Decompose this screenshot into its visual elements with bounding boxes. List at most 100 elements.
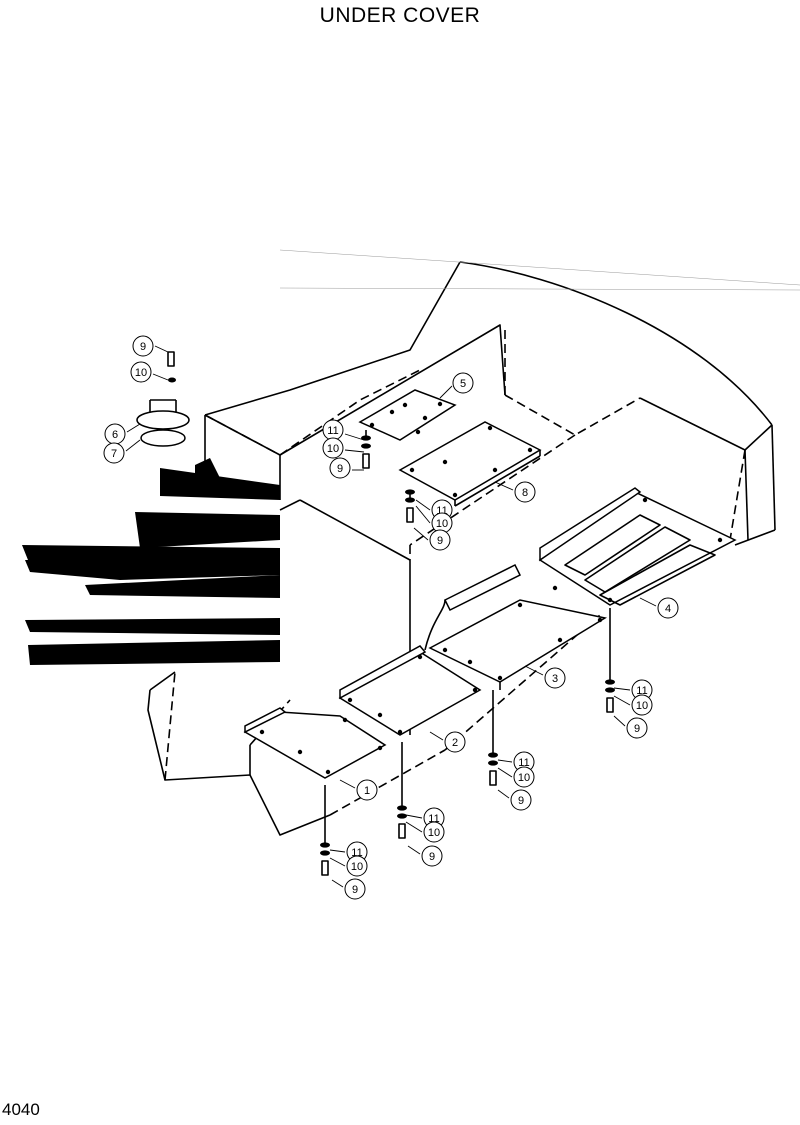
callout-c-11-c: 11 xyxy=(613,679,653,701)
callout-c-10-d: 10 xyxy=(497,766,535,788)
bolt-washer-stack xyxy=(405,489,415,523)
callout-leader xyxy=(329,857,346,867)
callout-circle xyxy=(423,821,445,843)
cover-plate-8 xyxy=(398,421,542,507)
callouts: 9106751110981110943211110911109111091110… xyxy=(103,335,679,900)
callout-label: 9 xyxy=(429,851,435,863)
callout-c-10-b: 10 xyxy=(415,505,453,534)
bolt-washer-stack xyxy=(361,435,371,469)
cover-plate-2 xyxy=(338,645,482,736)
callout-label: 9 xyxy=(518,795,524,807)
callout-leader xyxy=(413,527,429,541)
callout-label: 9 xyxy=(352,884,358,896)
callout-circle xyxy=(130,361,152,383)
callout-label: 9 xyxy=(140,341,146,353)
callout-leader xyxy=(613,715,626,727)
hidden-lines xyxy=(164,330,746,816)
callout-leader xyxy=(405,821,423,833)
callout-label: 11 xyxy=(351,847,362,859)
callout-circle xyxy=(103,442,125,464)
callout-leader xyxy=(344,433,365,441)
bolt-hole xyxy=(597,617,603,623)
callout-label: 9 xyxy=(437,535,443,547)
washer xyxy=(361,435,371,441)
callout-c-10-c: 10 xyxy=(613,694,653,716)
callout-label: 11 xyxy=(518,757,529,769)
bolt-hole xyxy=(642,497,648,503)
callout-leader xyxy=(613,695,631,706)
bolt xyxy=(321,860,329,876)
callout-c-4: 4 xyxy=(639,597,679,619)
callout-circle xyxy=(452,372,474,394)
rubber-mount-assembly xyxy=(136,351,190,447)
callout-c-10-top: 10 xyxy=(130,361,169,383)
callout-circle xyxy=(429,529,451,551)
callout-c-11-d: 11 xyxy=(497,751,535,773)
scan-artifact xyxy=(22,249,800,665)
page-number: 4040 xyxy=(2,1100,40,1119)
washer xyxy=(320,842,330,848)
callout-leader xyxy=(439,385,453,399)
bolt-hole xyxy=(422,415,428,421)
callout-leader xyxy=(639,597,657,607)
callout-c-9-e: 9 xyxy=(407,845,443,867)
callout-label: 3 xyxy=(552,673,558,685)
callout-label: 9 xyxy=(337,463,343,475)
bolt-hole xyxy=(409,467,415,473)
bolt-hole xyxy=(467,659,473,665)
callout-label: 11 xyxy=(428,813,439,825)
callout-c-8: 8 xyxy=(494,481,536,503)
bolt-hole xyxy=(347,697,353,703)
bolt-hole xyxy=(717,537,723,543)
callout-label: 10 xyxy=(436,518,448,530)
bolt-axis-lines xyxy=(324,430,611,845)
callout-circle xyxy=(132,335,154,357)
callout-leader xyxy=(415,499,431,511)
callout-leader xyxy=(344,449,365,453)
washer xyxy=(405,489,415,495)
bolt xyxy=(362,453,370,469)
callout-label: 6 xyxy=(112,429,118,441)
callout-c-9-b: 9 xyxy=(413,527,451,551)
callout-label: 10 xyxy=(428,827,440,839)
callout-c-10-f: 10 xyxy=(329,855,368,877)
bolt-washer-stack xyxy=(488,752,498,786)
callout-circle xyxy=(329,457,351,479)
callout-c-9-f: 9 xyxy=(331,878,366,900)
bolt-hole xyxy=(397,729,403,735)
washer xyxy=(397,805,407,811)
callout-leader xyxy=(152,373,169,381)
callout-label: 11 xyxy=(327,425,338,437)
callout-c-2: 2 xyxy=(429,731,466,753)
bolt-hole xyxy=(437,401,443,407)
callout-c-7: 7 xyxy=(103,439,141,464)
callout-label: 10 xyxy=(518,772,530,784)
bolt-hole xyxy=(377,745,383,751)
washer xyxy=(488,752,498,758)
callout-circle xyxy=(322,437,344,459)
bolt-hole xyxy=(415,429,421,435)
callout-circle xyxy=(344,878,366,900)
bolt-hole xyxy=(517,602,523,608)
callout-circle xyxy=(346,855,368,877)
callout-label: 8 xyxy=(522,487,528,499)
callout-label: 10 xyxy=(636,700,648,712)
washer xyxy=(397,813,407,819)
callout-leader xyxy=(126,423,141,433)
callout-label: 2 xyxy=(452,737,458,749)
callout-circle xyxy=(514,481,536,503)
callout-circle xyxy=(513,766,535,788)
washer xyxy=(488,760,498,766)
bolt-hole xyxy=(369,422,375,428)
callout-label: 10 xyxy=(351,861,363,873)
callout-circle xyxy=(631,694,653,716)
bolt-hole xyxy=(472,687,478,693)
bolt xyxy=(406,507,414,523)
callout-leader xyxy=(497,767,513,778)
bolt-hole xyxy=(325,769,331,775)
callout-circle xyxy=(544,667,566,689)
bolt-hole xyxy=(342,717,348,723)
callout-label: 4 xyxy=(665,603,671,615)
cover-plate-3 xyxy=(428,563,608,690)
bolt-hole xyxy=(527,447,533,453)
